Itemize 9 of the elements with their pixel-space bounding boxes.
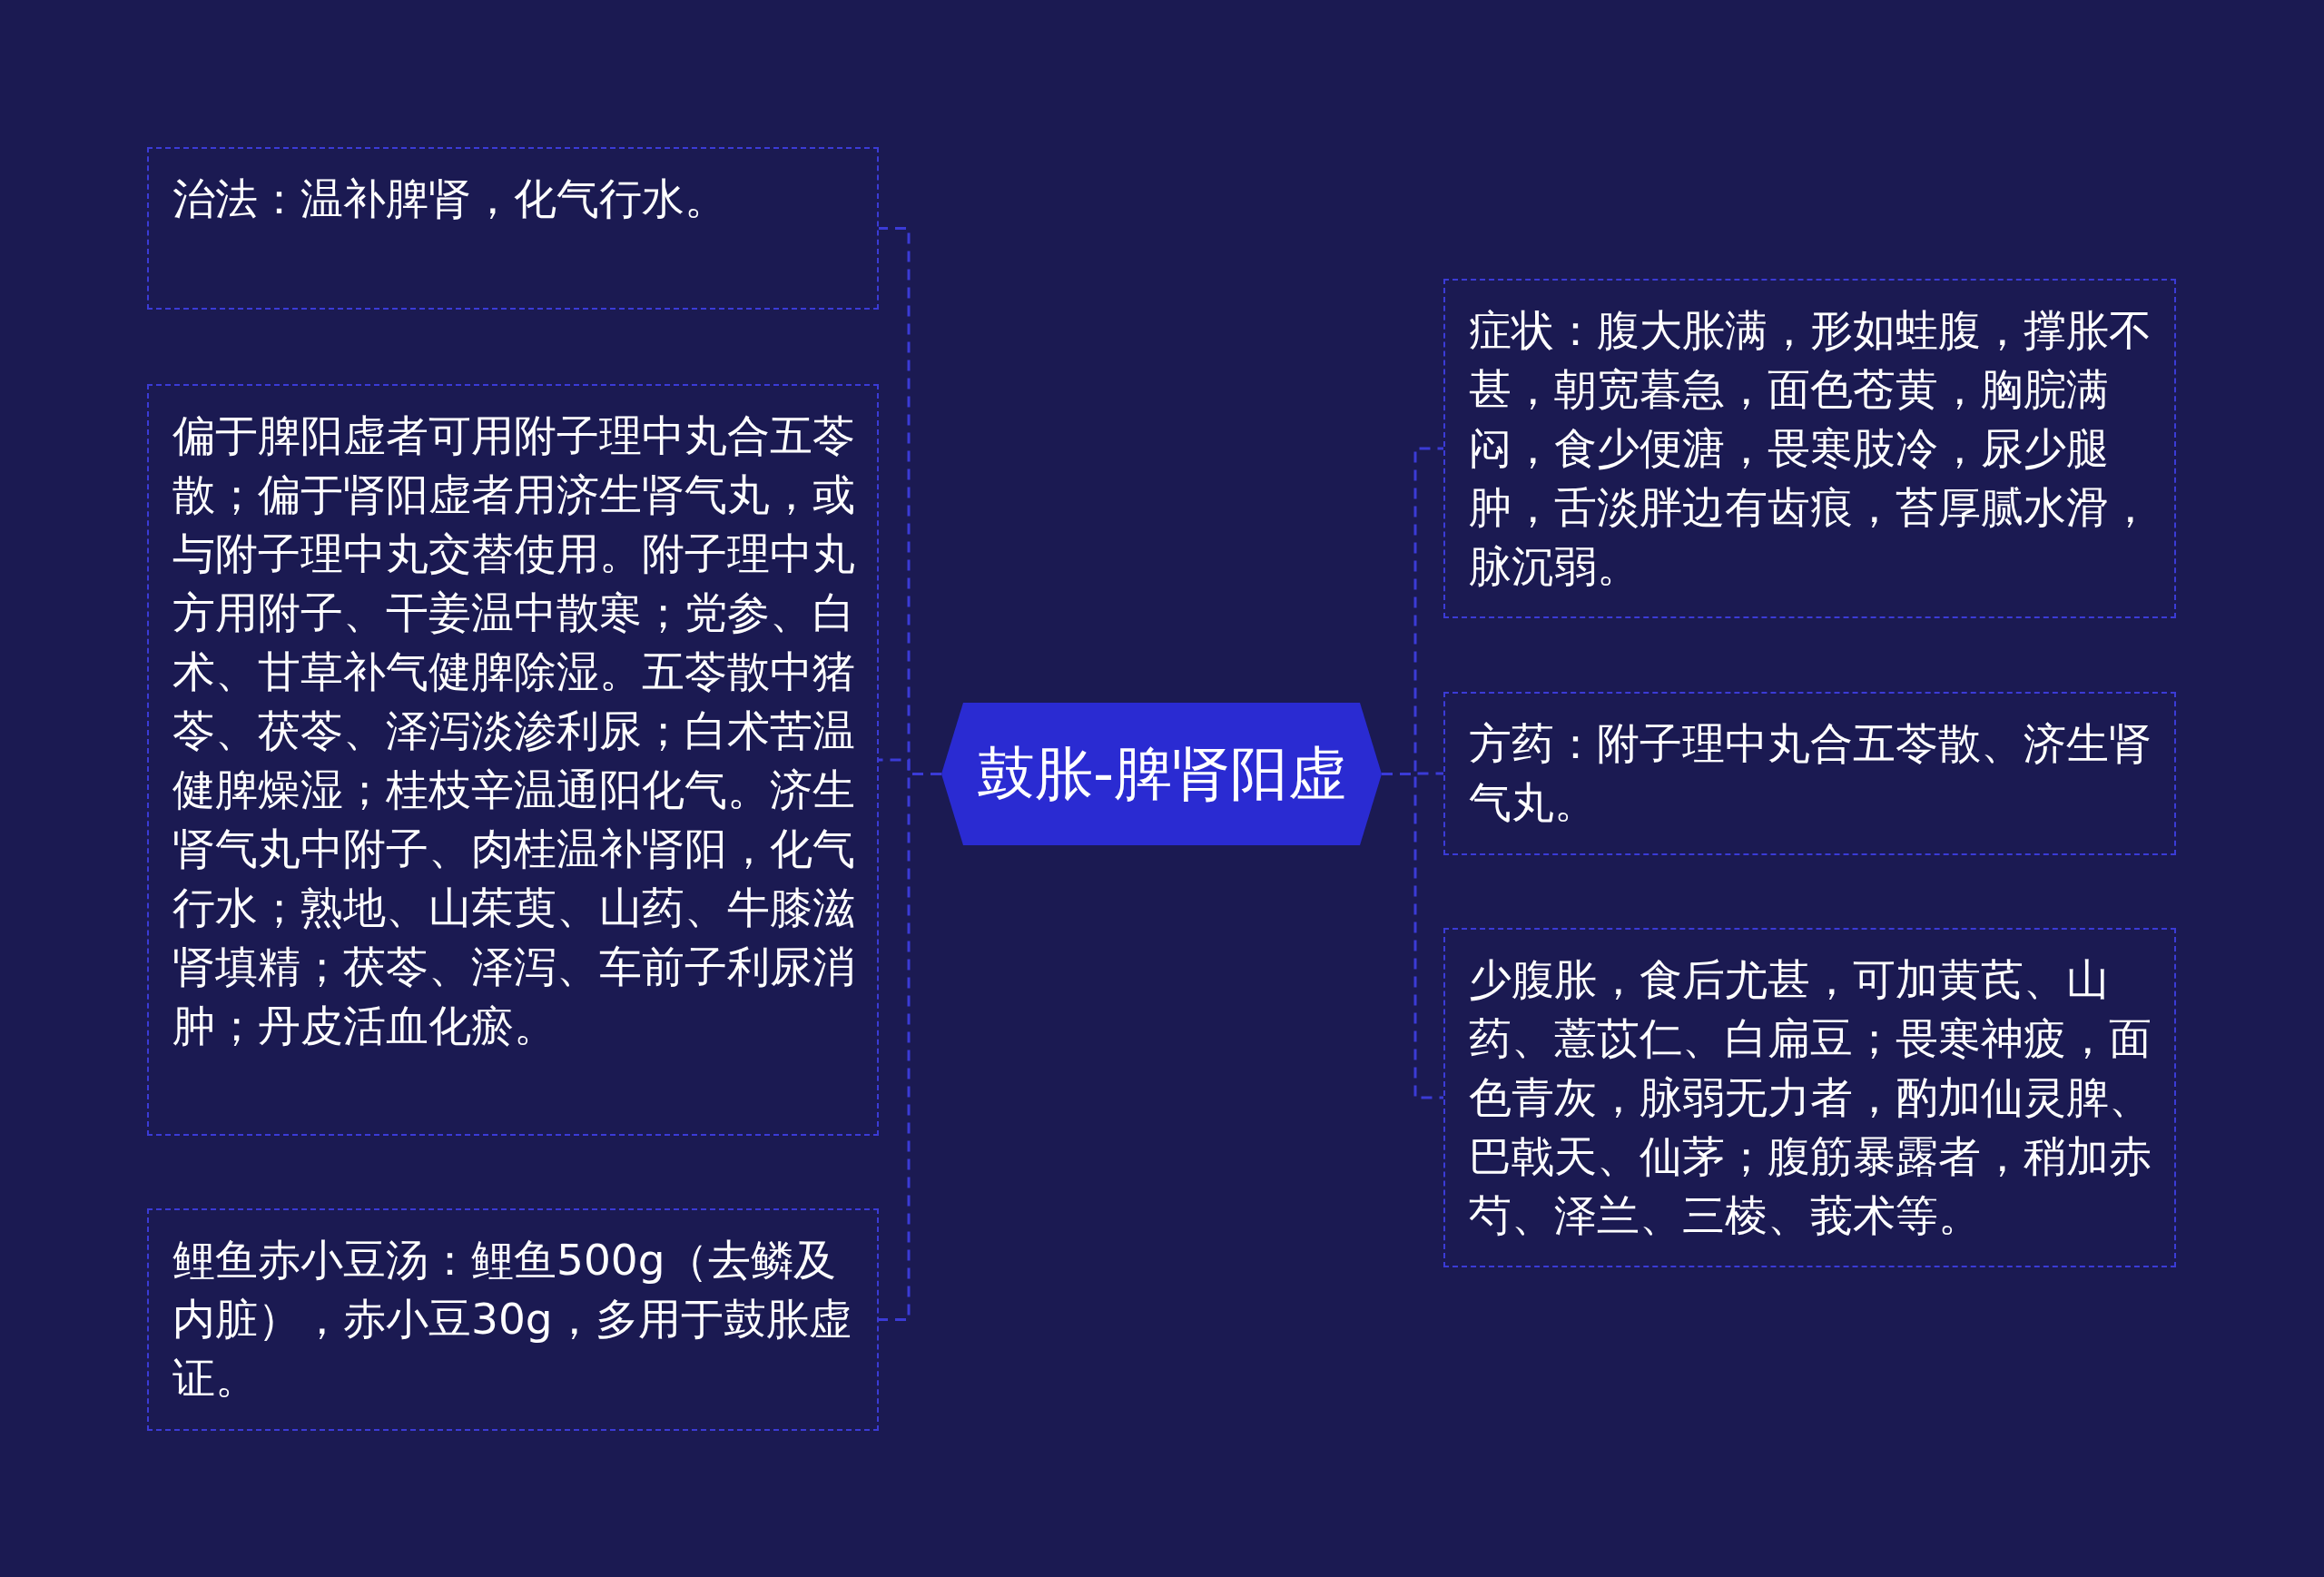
text-box: 偏于脾阳虚者可用附子理中丸合五苓散；偏于肾阳虚者用济生肾气丸，或与附子理中丸交替使用。附子理中丸方用附子、干姜温中散寒；党参、白术、甘草补气健脾除湿。五苓散中猪苓、茯苓、泽泻淡渗利尿；白术苦温健脾燥湿；桂枝辛温通阳化气。济生肾气丸中附子、肉桂温补肾阳，化气行水；熟地、山茱萸、山药、牛膝滋肾填精；茯苓、泽泻、车前子利尿消肿；丹皮活血化瘀。: [147, 384, 879, 1136]
text-box: 治法：温补脾肾，化气行水。: [147, 147, 879, 310]
connector-line: [1382, 773, 1443, 1099]
text-box: 少腹胀，食后尤甚，可加黄芪、山药、薏苡仁、白扁豆；畏寒神疲，面色青灰，脉弱无力者，酌加仙灵脾、巴戟天、仙茅；腹筋暴露者，稍加赤芍、泽兰、三棱、莪术等。: [1443, 928, 2176, 1267]
central-hexagon: [941, 703, 1382, 845]
text-box: 鲤鱼赤小豆汤：鲤鱼500g（去鳞及内脏），赤小豆30g，多用于鼓胀虚证。: [147, 1208, 879, 1431]
text-box: 症状：腹大胀满，形如蛙腹，撑胀不甚，朝宽暮急，面色苍黄，胸脘满闷，食少便溏，畏寒肢冷，尿少腿肿，舌淡胖边有齿痕，苔厚腻水滑，脉沉弱。: [1443, 279, 2176, 618]
text-box: 方药：附子理中丸合五苓散、济生肾气丸。: [1443, 692, 2176, 855]
topic-title: 鼓胀-脾肾阳虚: [976, 739, 1347, 809]
